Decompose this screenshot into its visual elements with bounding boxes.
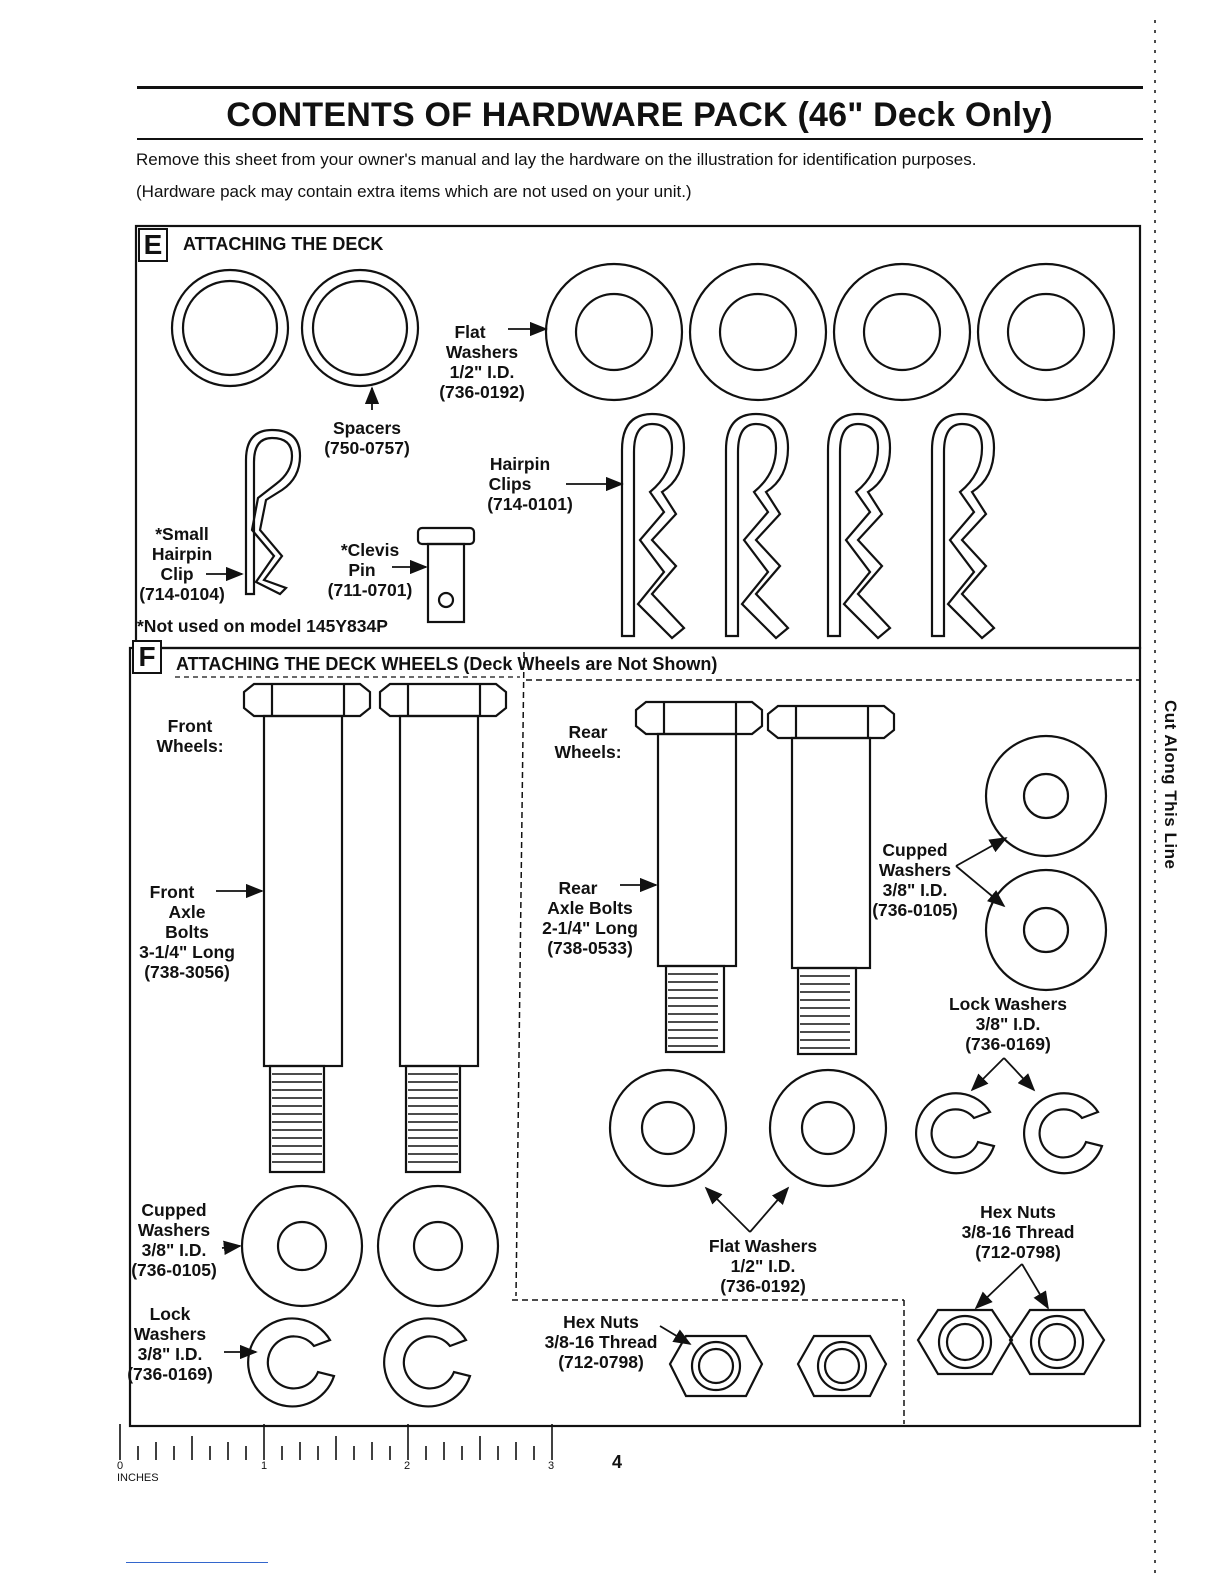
rear-lock-washer-1 [915, 1092, 996, 1175]
section-f-title: ATTACHING THE DECK WHEELS (Deck Wheels a… [176, 654, 718, 674]
rear-cupped-washer-2 [984, 868, 1108, 992]
inch-ruler [119, 1424, 553, 1460]
front-lock-washers-label: Lock Washers 3/8" I.D. (736-0169) [127, 1304, 213, 1384]
front-axle-bolt-2 [378, 682, 508, 1174]
front-lock-washer-1 [247, 1317, 336, 1408]
clevis-pin-label: *Clevis Pin (711-0701) [327, 540, 413, 600]
hairpin-clip-4 [930, 412, 996, 640]
rear-axle-bolt-2 [766, 704, 896, 1056]
section-e-frame [134, 224, 1142, 650]
rear-cupped-washers-label: Cupped Washers 3/8" I.D. (736-0105) [872, 840, 958, 920]
clevis-pin [416, 526, 476, 624]
rear-cupped-washer-1 [984, 734, 1108, 858]
flat-washer-2 [688, 262, 828, 402]
ruler-unit: INCHES [117, 1472, 159, 1484]
rear-lock-washer-2 [1023, 1092, 1104, 1175]
hairpin-clip-2 [724, 412, 790, 640]
front-cupped-washers-label: Cupped Washers 3/8" I.D. (736-0105) [131, 1200, 217, 1280]
rear-flat-washers-label: Flat Washers 1/2" I.D. (736-0192) [708, 1236, 818, 1296]
rear-wheels-label: Rear Wheels: [554, 722, 622, 762]
front-axle-bolts-label: Front Axle Bolts 3-1/4" Long (738-3056) [139, 882, 235, 982]
small-hairpin-clip [244, 428, 302, 596]
rear-axle-bolt-1 [634, 700, 764, 1054]
rear-flat-washer-2 [768, 1068, 888, 1188]
ruler-mark-0: 0 [117, 1460, 124, 1472]
title-rule-bottom [137, 138, 1143, 140]
spacer-2 [300, 268, 420, 388]
ruler-mark-3: 3 [548, 1460, 555, 1472]
flat-washers-label: Flat Washers 1/2" I.D. (736-0192) [439, 322, 525, 402]
front-cupped-washer-2 [376, 1184, 500, 1308]
front-wheels-label: Front Wheels: [156, 716, 224, 756]
spacers-label: Spacers (750-0757) [324, 418, 410, 458]
leader-arrows [206, 321, 1049, 1360]
cut-line-label: Cut Along This Line [1161, 700, 1180, 870]
intro-line-2: (Hardware pack may contain extra items w… [136, 182, 692, 201]
section-e-note: *Not used on model 145Y834P [137, 616, 388, 636]
section-e-letter: E [138, 228, 168, 262]
flat-washer-3 [832, 262, 972, 402]
page-number: 4 [612, 1452, 623, 1472]
hex-nut-mid-1 [668, 1334, 764, 1398]
bolt-threads [272, 973, 850, 1163]
flat-washer-4 [976, 262, 1116, 402]
section-f-letter: F [132, 640, 162, 674]
rear-lock-washers-label: Lock Washers 3/8" I.D. (736-0169) [948, 994, 1067, 1054]
ruler-mark-2: 2 [404, 1460, 411, 1472]
hairpin-clips-label: Hairpin Clips (714-0101) [487, 454, 573, 514]
section-e-title: ATTACHING THE DECK [183, 234, 384, 254]
section-f-frame [128, 646, 1142, 1428]
hairpin-clip-1 [620, 412, 686, 640]
ruler-mark-1: 1 [261, 1460, 268, 1472]
small-hairpin-label: *Small Hairpin Clip (714-0104) [139, 524, 225, 604]
spacer-1 [170, 268, 290, 388]
title-rule-top [137, 86, 1143, 89]
hex-nut-right-2 [1008, 1308, 1106, 1376]
page-title: CONTENTS OF HARDWARE PACK (46" Deck Only… [226, 96, 1053, 134]
rear-flat-washer-1 [608, 1068, 728, 1188]
intro-line-1: Remove this sheet from your owner's manu… [136, 150, 977, 169]
hairpin-clip-3 [826, 412, 892, 640]
hex-nuts-mid-label: Hex Nuts 3/8-16 Thread (712-0798) [544, 1312, 658, 1372]
front-lock-washer-2 [383, 1317, 472, 1408]
hex-nut-mid-2 [796, 1334, 888, 1398]
front-cupped-washer-1 [240, 1184, 364, 1308]
hex-nut-right-1 [916, 1308, 1014, 1376]
flat-washer-1 [544, 262, 684, 402]
hex-nuts-right-label: Hex Nuts 3/8-16 Thread (712-0798) [961, 1202, 1075, 1262]
rear-axle-bolts-label: Rear Axle Bolts 2-1/4" Long (738-0533) [542, 878, 638, 958]
front-axle-bolt-1 [242, 682, 372, 1174]
footer-link-rule [126, 1562, 268, 1563]
